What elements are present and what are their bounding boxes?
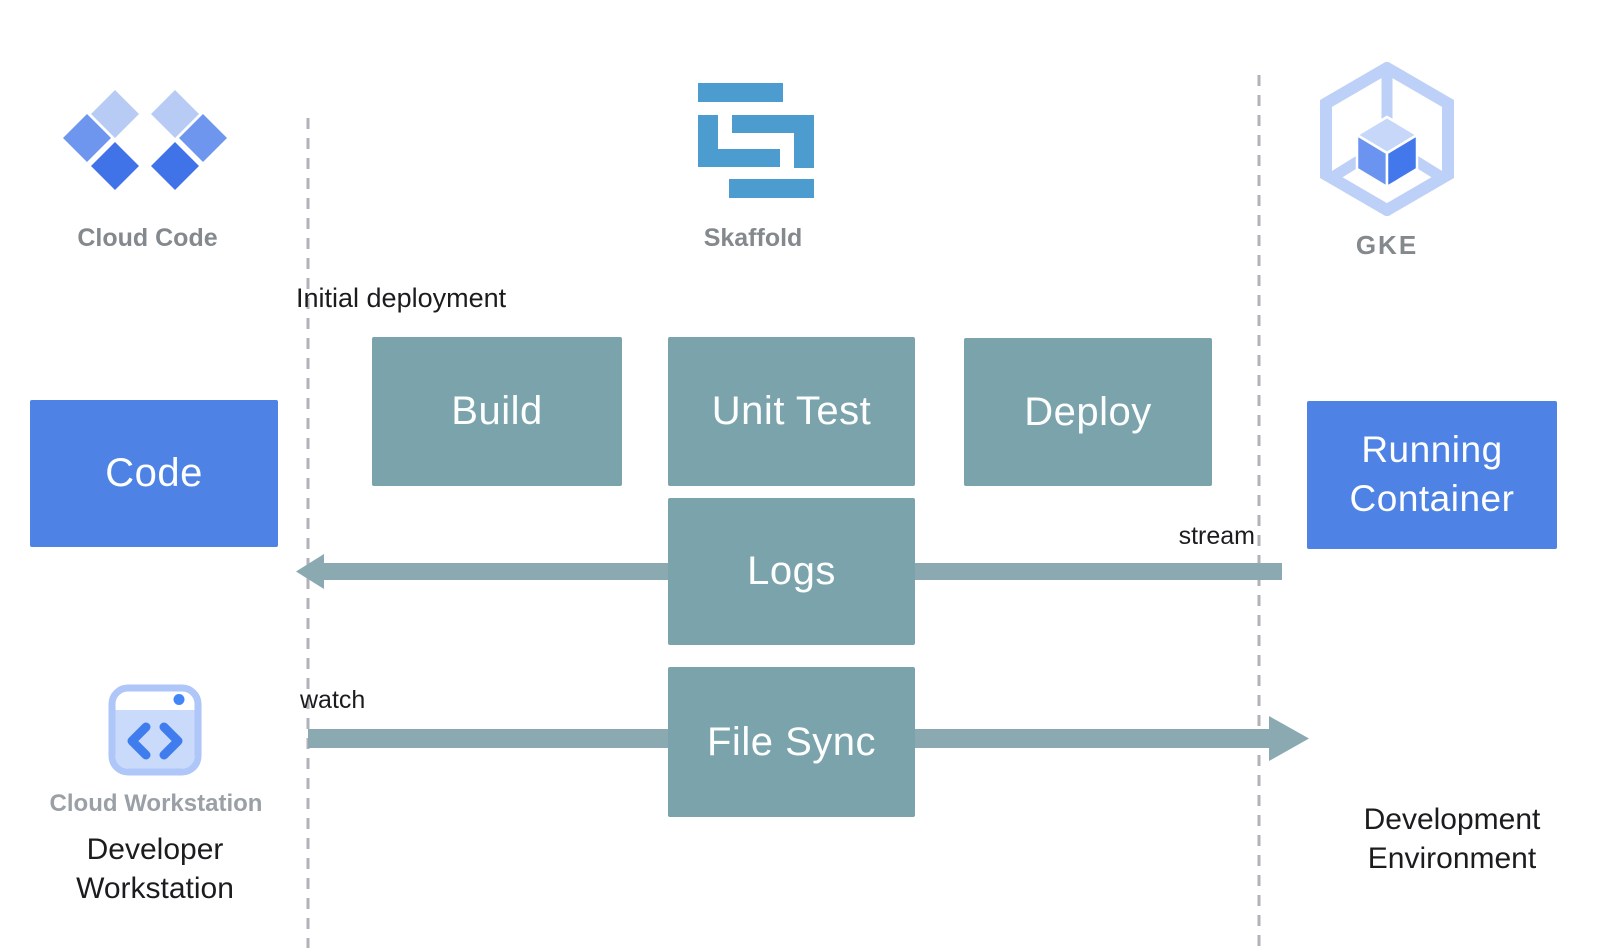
gke-label: GKE — [1355, 230, 1419, 260]
cloud-workstation-icon — [108, 684, 202, 776]
cloud-code-icon — [63, 90, 227, 190]
unit-test-box: Unit Test — [668, 337, 915, 486]
build-box: Build — [372, 337, 622, 486]
stream-label: stream — [1178, 522, 1255, 550]
skaffold-label: Skaffold — [703, 224, 803, 252]
unit-test-box-label: Unit Test — [711, 389, 872, 433]
development-environment-zone-label: Development Environment — [1363, 803, 1541, 875]
deploy-box-label: Deploy — [1024, 389, 1152, 434]
code-box: Code — [30, 400, 278, 547]
cloud-code-label: Cloud Code — [77, 224, 218, 252]
file-sync-box-label: File Sync — [707, 719, 876, 764]
file-sync-box: File Sync — [668, 667, 915, 817]
deploy-box: Deploy — [964, 338, 1212, 486]
cloud-workstation-label: Cloud Workstation — [49, 790, 263, 817]
logs-box: Logs — [668, 498, 915, 645]
code-box-label: Code — [105, 451, 203, 495]
skaffold-icon — [698, 83, 814, 198]
logs-box-label: Logs — [747, 549, 836, 593]
gke-icon — [1320, 62, 1454, 216]
build-box-label: Build — [451, 389, 543, 433]
watch-label: watch — [300, 686, 366, 714]
developer-workstation-zone-label: Developer Workstation — [76, 833, 234, 905]
running-container-box-label: Running Container — [1349, 429, 1515, 519]
initial-deployment-label: Initial deployment — [296, 283, 507, 313]
running-container-box: Running Container — [1307, 401, 1557, 549]
